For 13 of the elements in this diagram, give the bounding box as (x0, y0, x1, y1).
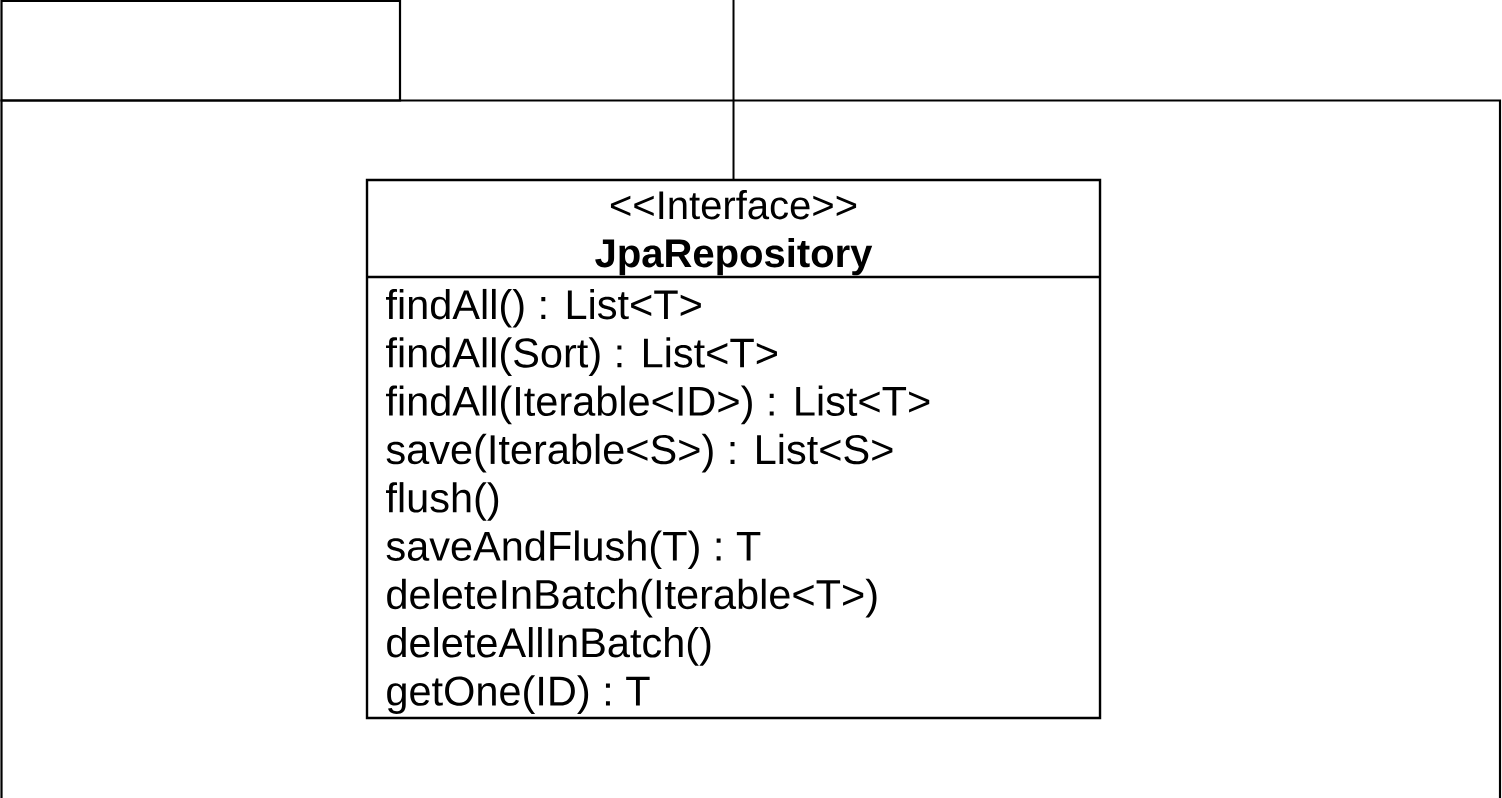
class-box (365, 178, 1102, 720)
stereotype-label: <<Interface>> (610, 190, 857, 220)
method-text: deleteInBatch(Iterable<T>) (387, 578, 877, 618)
connector-line (732, 0, 735, 181)
method-text: findAll(Sort) : List<T> (386, 337, 777, 376)
class-name: JpaRepository (595, 238, 873, 276)
method-text: flush() (386, 482, 499, 521)
method-text: saveAndFlush(T) : T (386, 530, 761, 570)
method-text: findAll() : List<T> (386, 288, 701, 328)
method-text: findAll(Iterable<ID>) : List<T> (386, 385, 930, 425)
method-text: getOne(ID) : T (387, 675, 650, 715)
method-text: deleteAllInBatch() (387, 627, 711, 666)
method-text: save(Iterable<S>) : List<S> (386, 433, 893, 473)
